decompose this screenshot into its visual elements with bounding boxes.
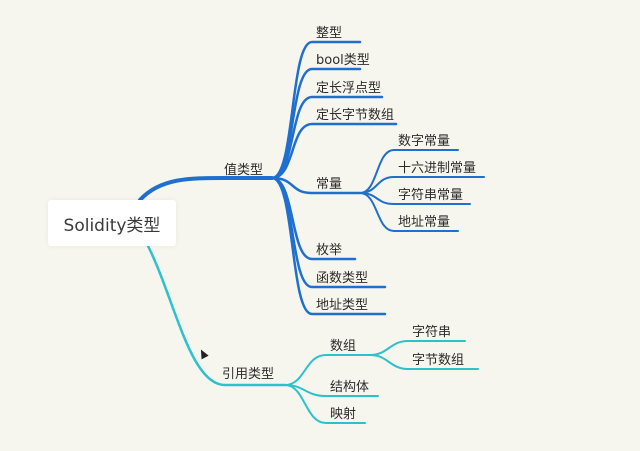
node-mapping[interactable]: 映射 (330, 407, 357, 422)
link-constants (270, 176, 362, 195)
node-function-type[interactable]: 函数类型 (316, 271, 369, 286)
node-hex-constant[interactable]: 十六进制常量 (398, 161, 477, 176)
node-fixed-bytes[interactable]: 定长字节数组 (316, 108, 395, 123)
node-number-constant[interactable]: 数字常量 (398, 134, 451, 149)
node-reference-types[interactable]: 引用类型 (222, 367, 275, 382)
node-string-constant[interactable]: 字符串常量 (398, 188, 464, 203)
link-address-constant (359, 192, 459, 232)
link-byte-array (369, 354, 479, 370)
link-fixed-bytes (270, 122, 398, 180)
node-constants[interactable]: 常量 (316, 177, 343, 192)
node-byte-array[interactable]: 字节数组 (412, 353, 465, 368)
node-struct[interactable]: 结构体 (330, 380, 370, 395)
node-array[interactable]: 数组 (330, 339, 357, 354)
node-fixed-point[interactable]: 定长浮点型 (316, 81, 382, 96)
link-address-type (270, 176, 387, 316)
link-array (284, 354, 371, 386)
node-value-types[interactable]: 值类型 (224, 163, 264, 178)
link-mapping (284, 384, 366, 424)
root-node[interactable]: Solidity类型 (48, 200, 176, 246)
node-enum[interactable]: 枚举 (316, 243, 343, 258)
node-address-type[interactable]: 地址类型 (316, 298, 369, 313)
root-label: Solidity类型 (63, 215, 161, 236)
node-string[interactable]: 字符串 (412, 325, 452, 340)
link-root-value-types (138, 176, 274, 202)
node-bool[interactable]: bool类型 (316, 53, 370, 68)
link-root-reference-types (146, 244, 287, 387)
node-integer[interactable]: 整型 (316, 26, 343, 41)
node-address-constant[interactable]: 地址常量 (398, 215, 451, 230)
